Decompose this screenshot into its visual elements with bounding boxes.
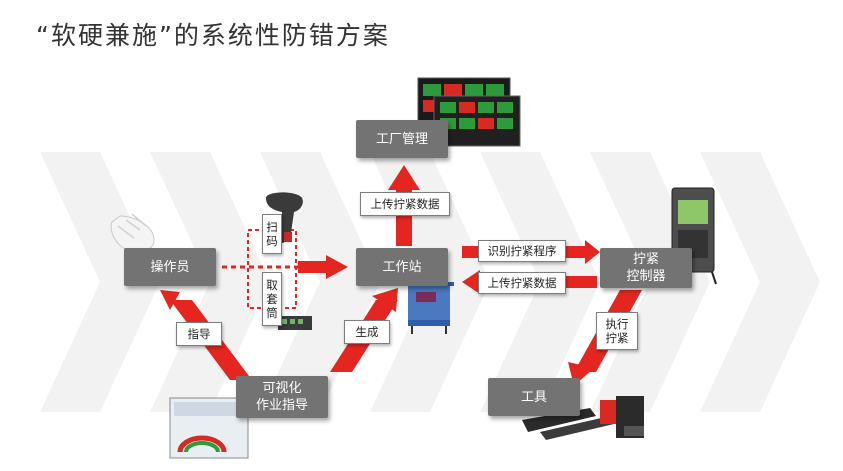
label-execute-line1: 执行 (605, 317, 629, 331)
barcode-scanner-icon (266, 192, 303, 244)
factory-management-label: 工厂管理 (375, 131, 428, 147)
tool-node: 工具 (488, 378, 580, 416)
label-upload-data-right: 上传拧紧数据 (478, 272, 566, 294)
operator-label: 操作员 (150, 259, 190, 275)
arrow-operator-to-workstation (222, 255, 348, 279)
label-upload-data-top: 上传拧紧数据 (360, 192, 450, 216)
visual-guide-label-line1: 可视化 (262, 381, 302, 396)
workstation-node: 工作站 (356, 248, 448, 286)
label-scan: 扫码 (262, 214, 282, 254)
controller-label-line1: 拧紧 (632, 252, 659, 267)
operator-node: 操作员 (124, 248, 216, 286)
controller-node: 拧紧 控制器 (600, 248, 692, 288)
label-execute-tightening: 执行 拧紧 (596, 312, 638, 350)
label-generate: 生成 (344, 320, 390, 344)
visual-guide-label-line2: 作业指导 (255, 398, 308, 413)
gloves-icon (110, 213, 155, 253)
controller-label-line2: 控制器 (626, 269, 666, 284)
page-title: “软硬兼施”的系统性防错方案 (36, 21, 390, 50)
label-guide: 指导 (176, 322, 222, 346)
socket-tray-icon (278, 316, 312, 330)
label-take-socket: 取套筒 (262, 272, 282, 326)
visual-guide-node: 可视化 作业指导 (236, 376, 328, 418)
tool-label: 工具 (520, 389, 547, 405)
workstation-label: 工作站 (382, 259, 422, 275)
factory-management-node: 工厂管理 (356, 120, 448, 158)
label-execute-line2: 拧紧 (605, 331, 629, 345)
label-identify-program: 识别拧紧程序 (478, 240, 566, 262)
visual-guide-screen-icon (169, 397, 249, 459)
